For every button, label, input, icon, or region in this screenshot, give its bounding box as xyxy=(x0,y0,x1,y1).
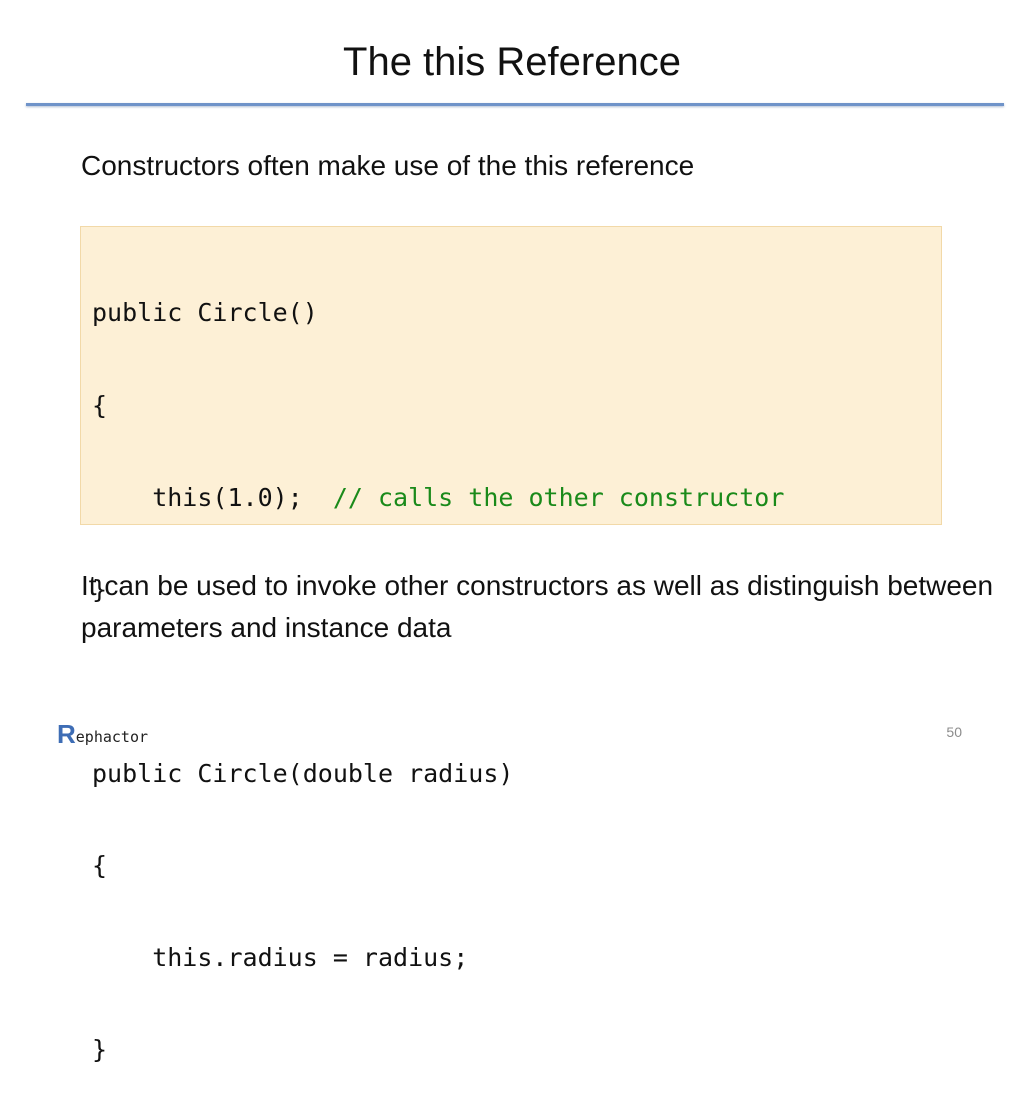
code-line: public Circle(double radius) xyxy=(92,759,784,790)
intro-text: Constructors often make use of the this … xyxy=(81,150,695,181)
code-block-background xyxy=(80,226,942,525)
code-line xyxy=(92,667,784,698)
closing-text: It can be used to invoke other construct… xyxy=(81,570,994,643)
code-text: { xyxy=(92,390,108,420)
code-line: } xyxy=(92,1035,784,1066)
code-text: this(1.0); xyxy=(92,482,333,512)
code-line: { xyxy=(92,391,784,422)
code-text: public Circle() xyxy=(92,298,318,328)
code-text: { xyxy=(92,850,108,880)
code-text: public Circle(double radius) xyxy=(92,758,514,788)
code-line: this(1.0); // calls the other constructo… xyxy=(92,483,784,514)
code-comment: // calls the other constructor xyxy=(332,482,785,512)
page-number: 50 xyxy=(946,724,962,740)
logo-wordmark: ephactor xyxy=(75,728,149,746)
code-text: } xyxy=(92,1035,108,1065)
code-line: } xyxy=(92,575,784,606)
code-text: this.radius = radius; xyxy=(92,943,469,973)
code-line: { xyxy=(92,851,784,882)
code-text: } xyxy=(92,574,108,604)
title-divider xyxy=(26,103,1004,106)
code-block: public Circle() { this(1.0); // calls th… xyxy=(92,237,784,1097)
rephactor-logo: R ephactor xyxy=(57,719,148,747)
logo-initial: R xyxy=(57,719,76,749)
code-line: this.radius = radius; xyxy=(92,943,784,974)
code-line: public Circle() xyxy=(92,298,784,329)
slide-title: The this Reference xyxy=(343,40,681,84)
